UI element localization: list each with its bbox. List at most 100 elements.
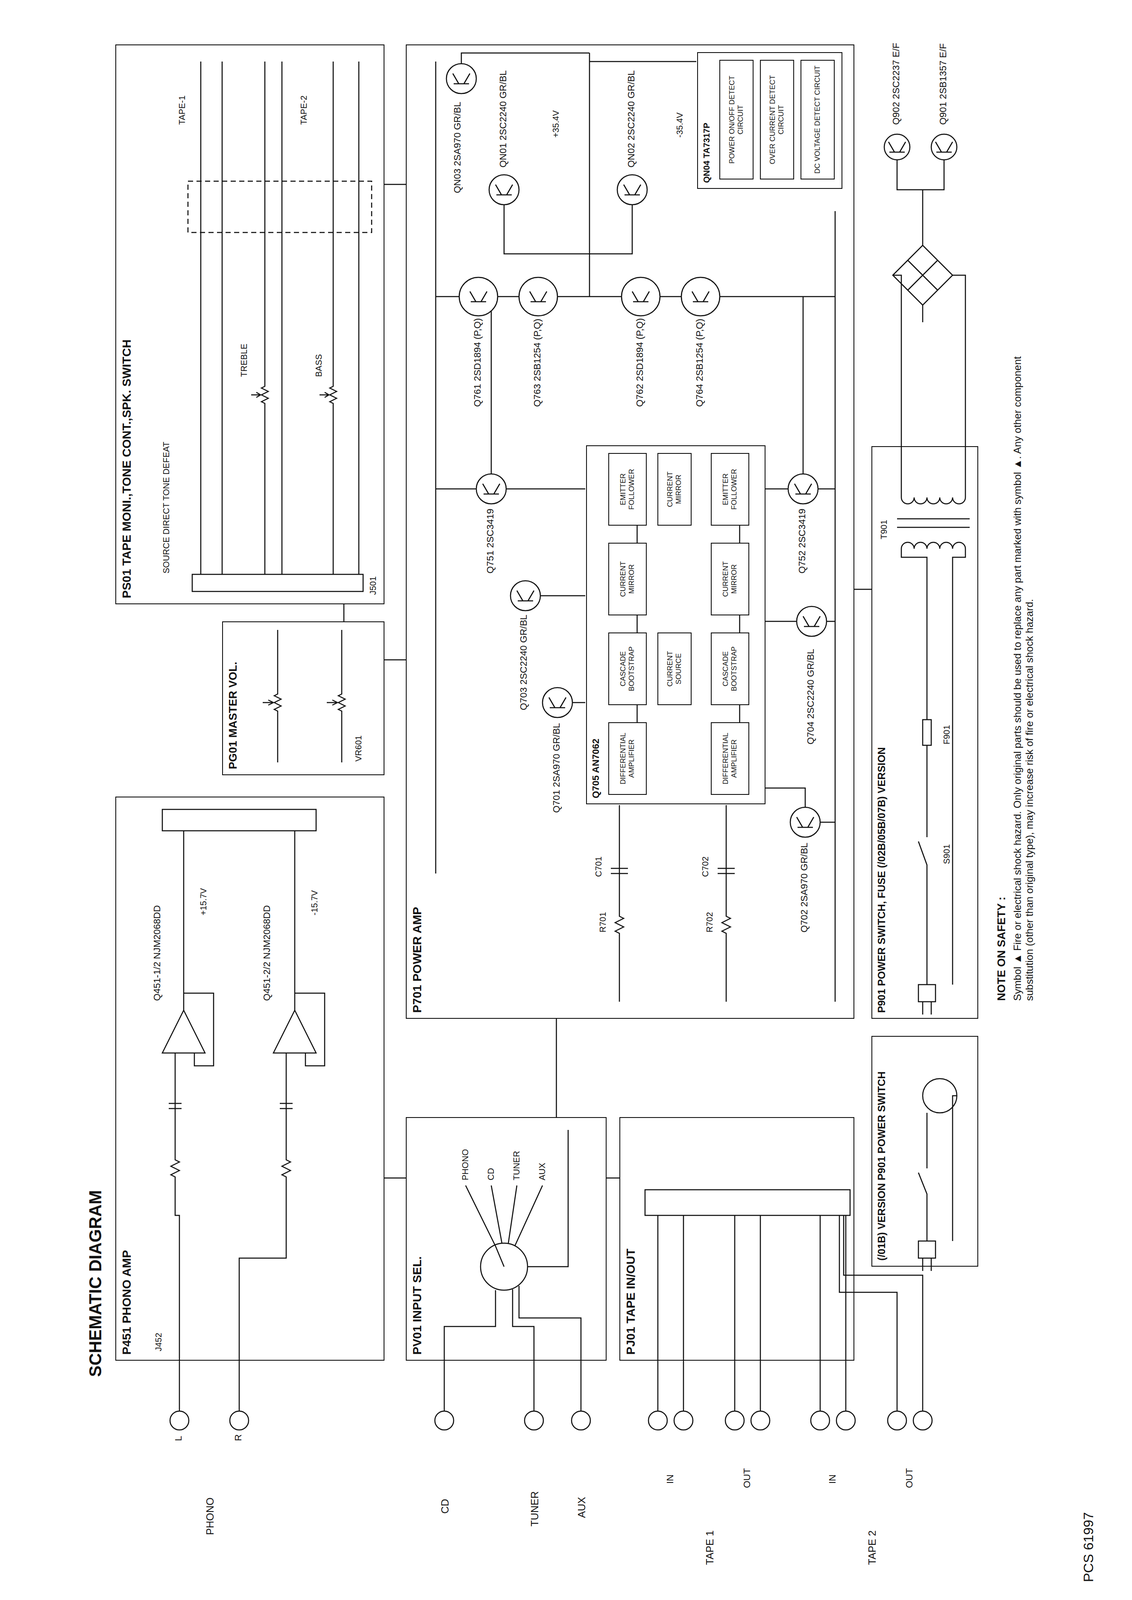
signal-connector [636,704,638,722]
signal-connector [606,1176,620,1179]
jack-symbol [674,1410,693,1430]
jack-symbol [887,1410,907,1430]
node-label: P451 PHONO AMP [119,1248,135,1355]
jack-symbol [810,1410,830,1430]
function-block: POWER ON/OFF DETECT CIRCUIT [719,59,754,180]
signal-connector [384,659,406,661]
node-label: CURRENT MIRROR [721,545,740,612]
jack-label: R [232,1432,244,1442]
voltage-label: +35.4V [551,109,561,139]
function-block: EMITTER FOLLOWER [710,452,750,526]
transistor-symbol [931,134,957,160]
signal-connector [384,183,406,185]
voltage-label: -35.4V [674,111,685,139]
bridge-rectifier [892,245,953,305]
diagram-title: SCHEMATIC DIAGRAM [85,1188,106,1378]
jack-label: TUNER [511,1149,522,1181]
node-label: Q705 AN7062 [590,737,602,799]
part-label: C702 [700,855,711,878]
jack-symbol [229,1410,249,1430]
connector-symbol [162,809,317,831]
signal-connector [384,1176,406,1179]
signal-connector [739,615,741,633]
selector-wiring [444,1129,581,1411]
part-label: R702 [704,910,715,933]
part-label: TAPE-1 [177,94,188,126]
node-label: EMITTER FOLLOWER [721,456,740,523]
part-label: TAPE-2 [299,94,309,126]
node-label: CURRENT SOURCE [665,635,684,702]
connector-symbol [192,574,364,592]
part-label: Q701 2SA970 GR/BL [551,721,562,814]
node-label: POWER ON/OFF DETECT CIRCUIT [727,63,746,176]
part-label: Q752 2SC3419 [796,507,808,575]
transistor-symbol [617,174,648,205]
part-label: Q702 2SA970 GR/BL [798,841,810,933]
part-label: J501 [368,575,379,596]
function-block: OVER CURRENT DETECT CIRCUIT [759,59,795,180]
mains-wiring [901,548,966,1015]
node-label: OVER CURRENT DETECT CIRCUIT [768,63,786,176]
mains-wiring [918,1095,957,1271]
jack-label: AUX [537,1161,548,1181]
jack-label: IN [664,1472,676,1484]
node-label: PJ01 TAPE IN/OUT [623,1247,639,1355]
node-label: DIFFERENTIAL AMPLIFIER [618,725,637,792]
transistor-symbol [796,606,827,637]
circuit-section: P451 PHONO AMP [115,796,385,1361]
function-block: CASCADE BOOTSTRAP [710,632,750,705]
function-block: CURRENT MIRROR [608,542,647,616]
transistor-symbol [542,687,573,718]
transistor-symbol [788,473,819,504]
part-label: Q901 2SB1357 E/F [937,42,949,126]
transistor-symbol [790,806,821,837]
circuit-section: P701 POWER AMPQ705 AN7062DIFFERENTIAL AM… [405,44,855,1019]
jack-label: AUX [575,1495,588,1519]
jack-symbol [571,1410,591,1430]
tone-wiring [200,61,359,575]
circuit-section: PV01 INPUT SEL. [405,1116,607,1361]
fuse-symbol [922,719,932,745]
connector-symbol [645,1189,851,1215]
circuit-section: (/01B) VERSION P901 POWER SWITCH [871,1035,979,1267]
jack-symbol [913,1410,933,1430]
safety-note: Symbol ▲ Fire or electrical shock hazard… [1011,333,1036,1002]
node-label: QN04 TA7317P [701,121,712,184]
ic-block: Q705 AN7062 DIFFERENTIAL AMPLIFIER CASCADE… [586,445,766,804]
jack-symbol [524,1410,544,1430]
node-label: PS01 TAPE MONI.,TONE CONT.,SPK. SWITCH [119,338,135,599]
jack-label: TAPE 1 [703,1528,716,1566]
part-label: QN03 2SA970 GR/BL [451,100,463,194]
part-label: Q762 2SD1894 (P,Q) [634,317,646,408]
safety-note-heading: NOTE ON SAFETY : [995,895,1009,1002]
function-block: EMITTER FOLLOWER [608,452,647,526]
part-label: S901 [941,842,952,865]
op-amp-symbol [162,1009,317,1053]
jack-label: TAPE 2 [866,1528,879,1566]
part-label: T901 [879,518,889,540]
function-block: DIFFERENTIAL AMPLIFIER [710,721,750,795]
phono-wiring [168,830,325,1411]
part-label: Q764 2SB1254 (P,Q) [694,317,705,408]
jack-label: CD [486,1166,496,1181]
signal-connector [854,588,872,590]
transformer-symbol [897,497,970,549]
jack-label: L [173,1434,184,1442]
jack-symbol [836,1410,856,1430]
signal-connector [739,525,741,543]
part-label: Q451-1/2 NJM2068DD [151,903,163,1002]
part-label: Q704 2SC2240 GR/BL [805,647,816,745]
signal-connector [555,1018,558,1117]
function-block: DC VOLTAGE DETECT CIRCUIT [800,59,835,180]
part-label: J452 [153,1331,164,1352]
transistor-leads [452,73,953,828]
part-label: BASS [313,353,324,378]
node-label: CASCADE BOOTSTRAP [721,635,740,702]
transistor-symbol [884,134,910,160]
node-label: (/01B) VERSION P901 POWER SWITCH [875,1070,889,1262]
node-label: EMITTER FOLLOWER [618,456,637,523]
circuit-section: PS01 TAPE MONI.,TONE CONT.,SPK. SWITCH [115,44,385,605]
node-label: DIFFERENTIAL AMPLIFIER [721,725,740,792]
transistor-symbol [459,277,498,316]
